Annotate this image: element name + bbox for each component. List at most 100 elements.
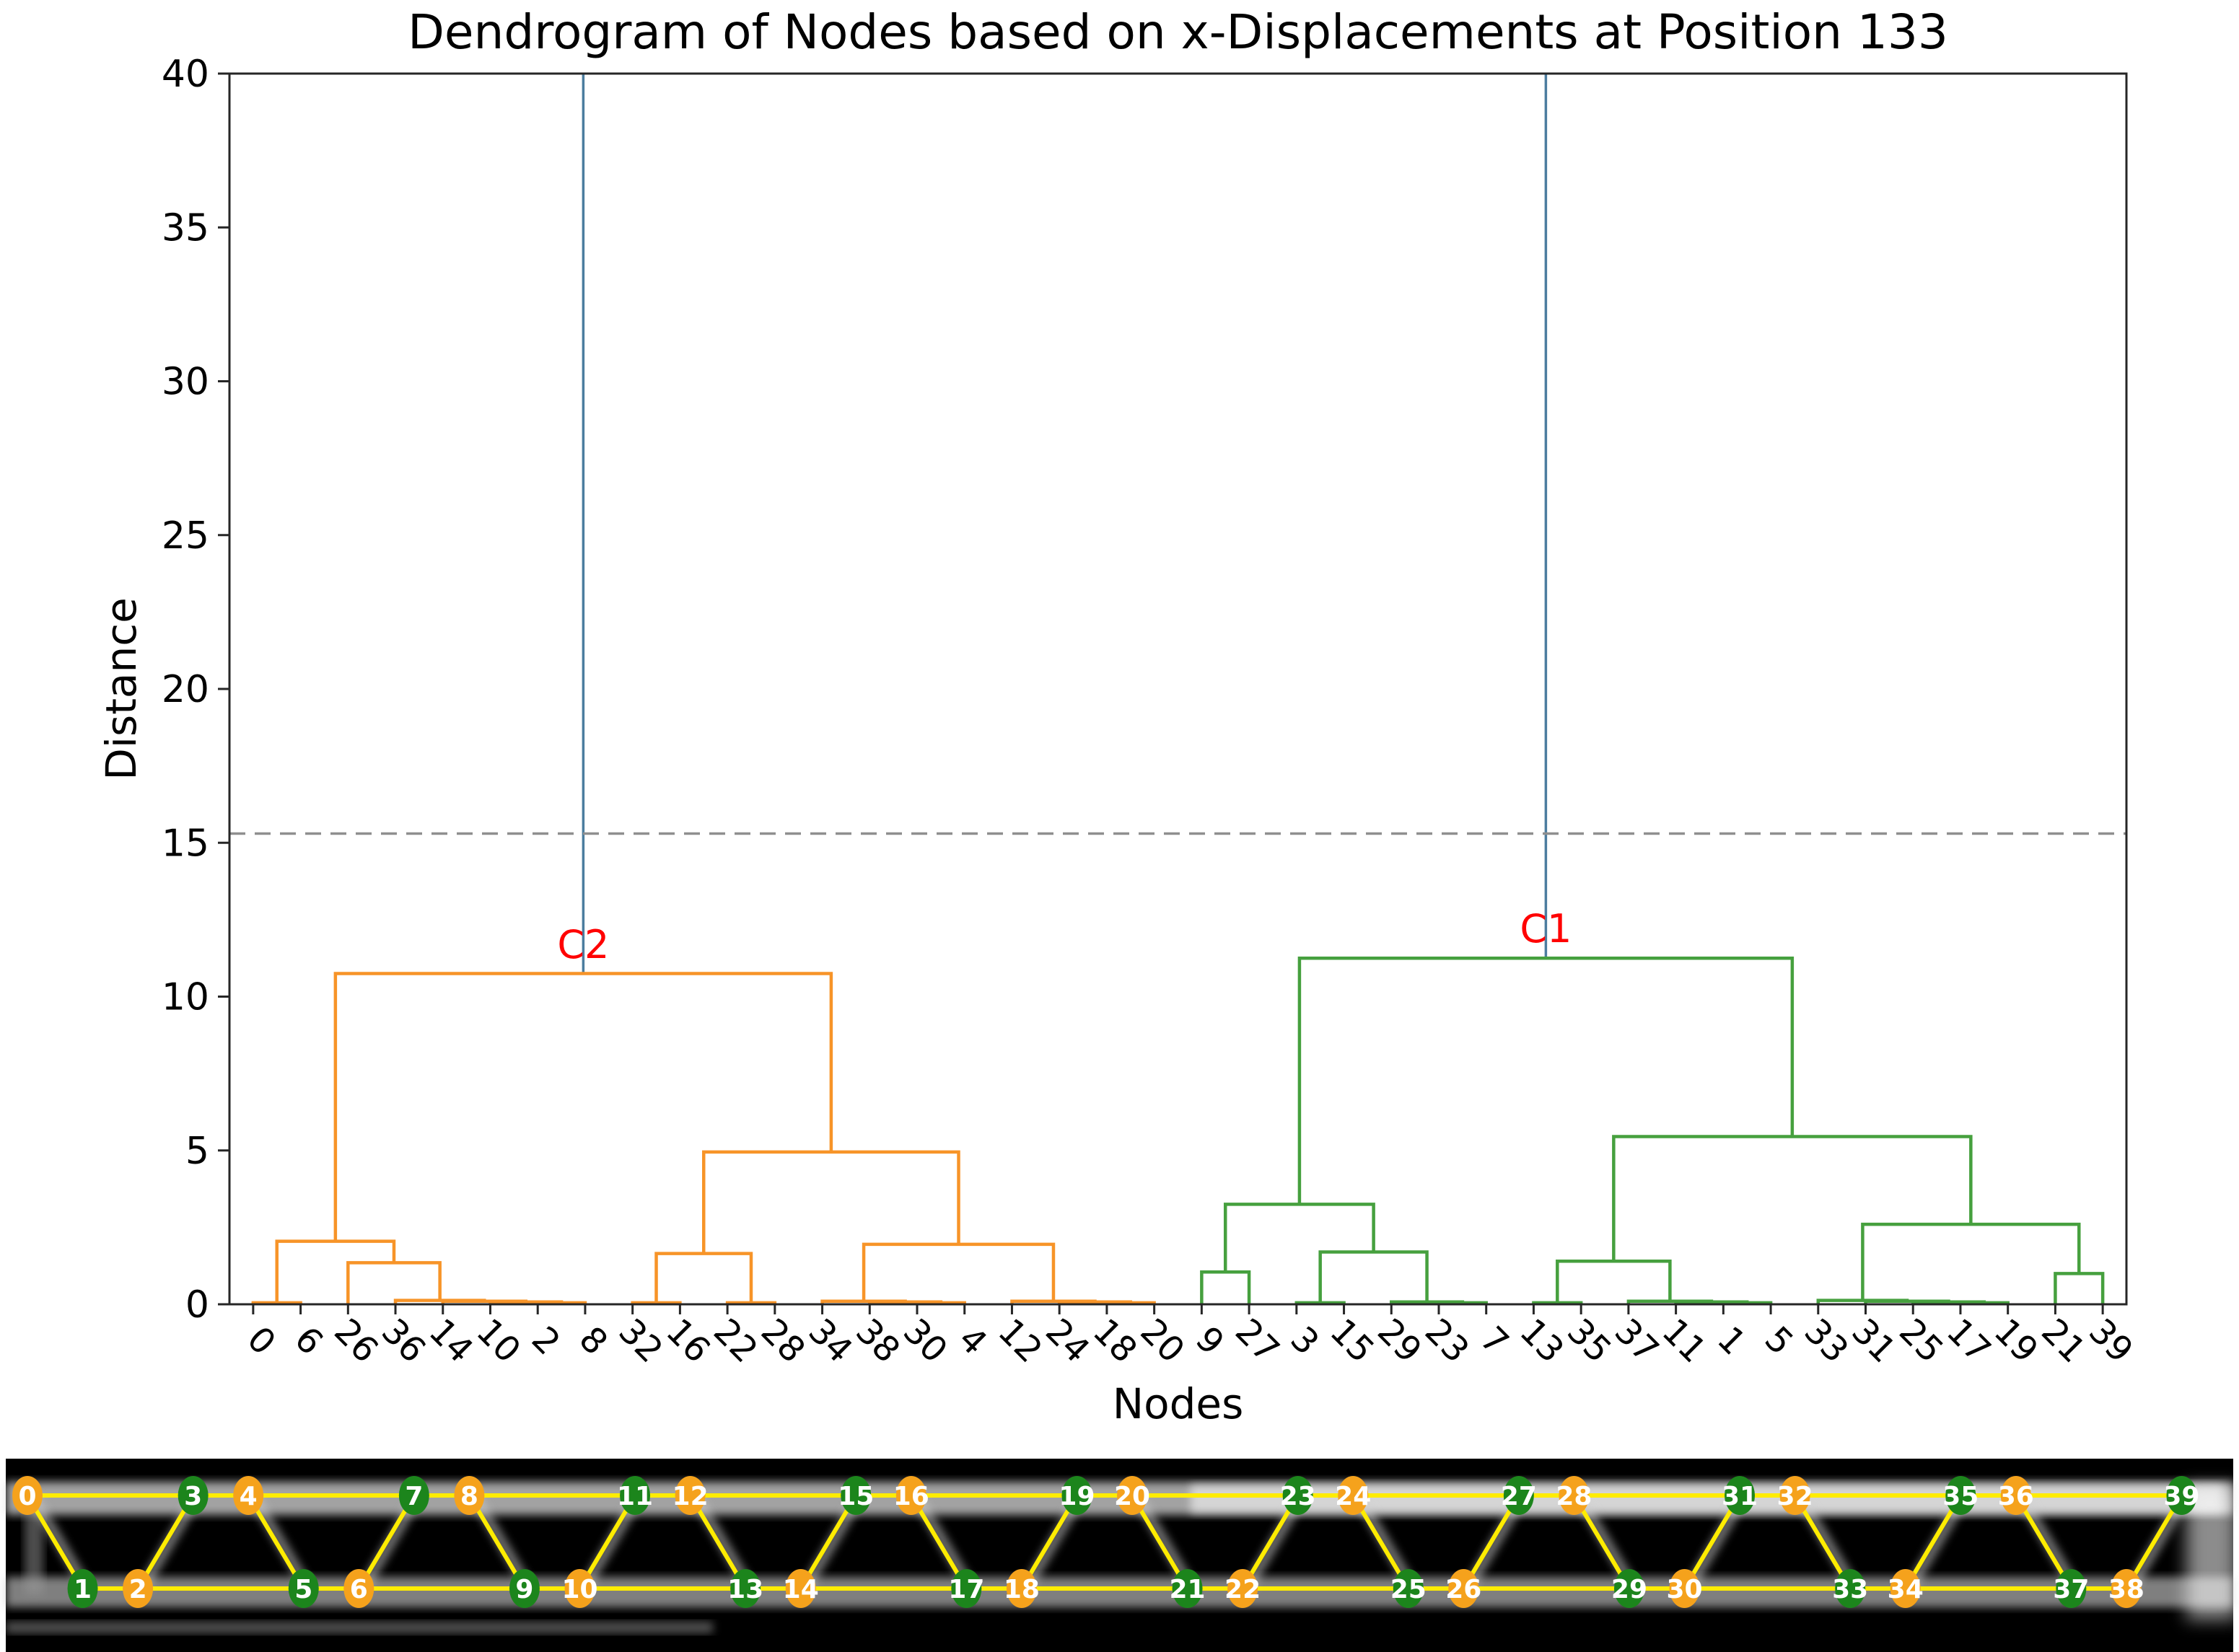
truss-node bbox=[454, 1476, 485, 1515]
truss-edge bbox=[1903, 1494, 1963, 1590]
truss-node-label: 19 bbox=[1059, 1482, 1095, 1511]
y-tick-label: 5 bbox=[185, 1130, 209, 1173]
truss-node-label: 36 bbox=[1998, 1482, 2034, 1511]
truss-support-right bbox=[2186, 1486, 2237, 1620]
truss-node bbox=[895, 1476, 926, 1515]
leaf-label: 0 bbox=[240, 1319, 284, 1363]
truss-node-label: 26 bbox=[1445, 1575, 1481, 1604]
truss-node-label: 23 bbox=[1280, 1482, 1316, 1511]
truss-beam-shadow bbox=[6, 1622, 713, 1633]
leaf-label: 39 bbox=[2081, 1311, 2141, 1371]
cluster-label-c1: C1 bbox=[1520, 906, 1572, 952]
truss-node-label: 12 bbox=[672, 1482, 709, 1511]
truss-node bbox=[1779, 1476, 1810, 1515]
dendrogram-link bbox=[1200, 1270, 1251, 1304]
truss-node bbox=[178, 1476, 209, 1515]
leaf-label: 2 bbox=[524, 1319, 568, 1363]
truss-node-label: 30 bbox=[1666, 1575, 1702, 1604]
truss-node-label: 21 bbox=[1169, 1575, 1205, 1604]
dendrogram-link bbox=[1816, 1299, 1909, 1304]
truss-node-label: 24 bbox=[1335, 1482, 1371, 1511]
truss-node bbox=[675, 1476, 706, 1515]
truss-node-label: 10 bbox=[561, 1575, 597, 1604]
dendrogram-link bbox=[1612, 1135, 1973, 1262]
y-tick-label: 25 bbox=[162, 514, 209, 558]
dendrogram-link bbox=[702, 1150, 960, 1254]
leaf-label: 3 bbox=[1283, 1319, 1327, 1363]
plot-spines bbox=[228, 72, 2128, 1306]
truss-edge bbox=[1793, 1494, 1852, 1590]
truss-node-label: 0 bbox=[18, 1482, 36, 1511]
y-axis-label: Distance bbox=[97, 597, 146, 781]
leaf-label: 7 bbox=[1472, 1319, 1516, 1363]
chart-title: Dendrogram of Nodes based on x-Displacem… bbox=[408, 4, 1948, 60]
truss-support-left bbox=[25, 1511, 43, 1594]
y-tick-label: 40 bbox=[162, 53, 209, 96]
truss-node bbox=[785, 1569, 816, 1608]
truss-node bbox=[2056, 1569, 2087, 1608]
dendrogram-link bbox=[275, 1239, 396, 1303]
truss-node bbox=[1669, 1569, 1700, 1608]
dendrogram-link bbox=[1861, 1222, 2081, 1301]
truss-node-label: 17 bbox=[948, 1575, 984, 1604]
truss-edge bbox=[1572, 1494, 1631, 1590]
truss-node bbox=[730, 1569, 761, 1608]
leaf-label: 6 bbox=[286, 1319, 330, 1363]
truss-node bbox=[343, 1569, 374, 1608]
dendrogram-link bbox=[1223, 1203, 1375, 1273]
y-tick-label: 0 bbox=[185, 1283, 209, 1327]
truss-node bbox=[233, 1476, 264, 1515]
truss-node-label: 27 bbox=[1501, 1482, 1537, 1511]
truss-node-label: 1 bbox=[74, 1575, 92, 1604]
truss-node-label: 11 bbox=[617, 1482, 653, 1511]
truss-node bbox=[1945, 1476, 1976, 1515]
truss-node-label: 25 bbox=[1390, 1575, 1427, 1604]
truss-node bbox=[1117, 1476, 1147, 1515]
truss-edge bbox=[577, 1494, 637, 1590]
leaf-label: 4 bbox=[950, 1319, 994, 1363]
truss-edge bbox=[1682, 1494, 1742, 1590]
truss-node-label: 18 bbox=[1004, 1575, 1040, 1604]
truss-node-label: 5 bbox=[294, 1575, 312, 1604]
dendrogram-link bbox=[862, 1242, 1056, 1301]
truss-node-label: 4 bbox=[240, 1482, 258, 1511]
truss-node bbox=[1890, 1569, 1921, 1608]
truss-node-label: 28 bbox=[1556, 1482, 1592, 1511]
truss-node bbox=[620, 1476, 651, 1515]
leaf-label: 5 bbox=[1757, 1319, 1801, 1363]
truss-node-label: 39 bbox=[2163, 1482, 2199, 1511]
leaf-label: 11 bbox=[1655, 1311, 1714, 1371]
dendrogram-link bbox=[654, 1252, 753, 1303]
y-tick-label: 15 bbox=[162, 822, 209, 865]
truss-node bbox=[1448, 1569, 1479, 1608]
dendrogram-link bbox=[1556, 1260, 1672, 1303]
truss-node bbox=[509, 1569, 540, 1608]
dendrogram-link bbox=[346, 1261, 442, 1304]
truss-node-label: 35 bbox=[1942, 1482, 1979, 1511]
cluster-label-c2: C2 bbox=[557, 921, 610, 967]
truss-edge bbox=[2014, 1494, 2073, 1590]
truss-node bbox=[67, 1569, 98, 1608]
truss-node bbox=[123, 1569, 154, 1608]
truss-node-label: 32 bbox=[1777, 1482, 1813, 1511]
truss-edge bbox=[467, 1494, 527, 1590]
truss-node-label: 31 bbox=[1722, 1482, 1758, 1511]
truss-node-label: 15 bbox=[838, 1482, 874, 1511]
truss-node-label: 14 bbox=[783, 1575, 819, 1604]
truss-node bbox=[564, 1569, 595, 1608]
truss-node bbox=[1835, 1569, 1866, 1608]
y-tick-label: 20 bbox=[162, 668, 209, 711]
truss-node-label: 8 bbox=[460, 1482, 478, 1511]
truss-edge bbox=[799, 1494, 858, 1590]
truss-edge bbox=[246, 1494, 306, 1590]
truss-node bbox=[2166, 1476, 2197, 1515]
truss-node bbox=[951, 1569, 982, 1608]
leaf-label: 8 bbox=[571, 1319, 615, 1363]
truss-node-label: 6 bbox=[350, 1575, 368, 1604]
leaf-label: 9 bbox=[1188, 1319, 1232, 1363]
leaf-label: 23 bbox=[1417, 1311, 1477, 1371]
truss-edge bbox=[25, 1494, 85, 1590]
